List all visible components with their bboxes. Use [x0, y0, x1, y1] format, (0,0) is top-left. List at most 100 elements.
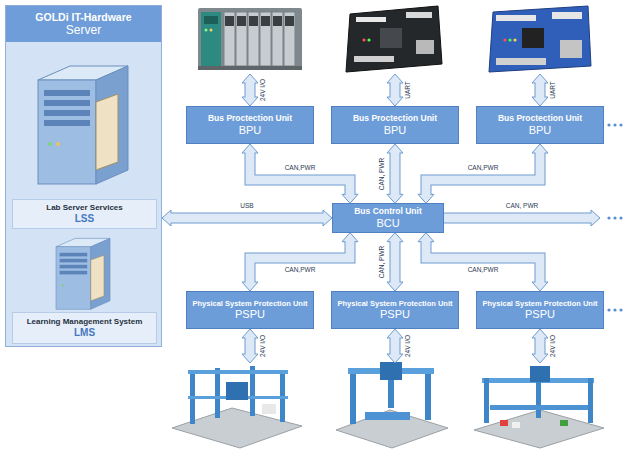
plc-picture-part — [249, 16, 258, 26]
plc-picture-part — [204, 16, 218, 24]
connector-label: USB — [240, 203, 253, 210]
plc-picture-part — [225, 16, 234, 26]
fpga-board-picture-part — [356, 17, 386, 22]
fpga-board-picture-part — [367, 38, 370, 41]
physical-system-protection-box: Physical System Protection UnitPSPU — [186, 291, 314, 329]
box-title: Bus Proctection Unit — [208, 113, 292, 123]
box-abbreviation: BPU — [384, 124, 407, 137]
ellipsis-dots-part — [607, 216, 610, 219]
server-panel-ground — [5, 5, 162, 347]
fpga-board-picture-part — [496, 58, 546, 65]
plc-picture-part — [284, 12, 295, 66]
box-abbreviation: PSPU — [380, 308, 410, 321]
fpga-board-picture-part — [416, 40, 434, 54]
bus-protection-unit-box: Bus Proctection UnitBPU — [186, 106, 314, 144]
ellipsis-dots-part — [607, 123, 610, 126]
arrow-outline — [250, 153, 350, 195]
box-abbreviation: BPU — [239, 124, 262, 137]
conveyor-model-picture-part — [484, 378, 489, 423]
fpga-board-picture — [346, 6, 442, 72]
server-panel-ground-part — [5, 5, 162, 42]
server-icon-part — [62, 284, 64, 286]
plc-picture-part — [210, 29, 213, 32]
service-label-box: Learning Management SystemLMS — [12, 312, 157, 344]
gantry-model-picture-part — [350, 372, 356, 424]
box-title: Lab Server Services — [46, 203, 123, 213]
plc-picture-part — [237, 16, 246, 26]
conveyor-model-picture — [474, 366, 604, 448]
arrow-body — [246, 336, 255, 357]
plc-picture-part — [198, 8, 302, 70]
io-arrow — [242, 329, 258, 363]
server-icon-part — [60, 253, 88, 257]
arrow-outline — [426, 153, 540, 195]
ellipsis-dots-part — [619, 308, 622, 311]
fpga-board-picture-part — [380, 28, 402, 48]
box-abbreviation: BPU — [529, 124, 552, 137]
bus-connector — [242, 233, 358, 291]
arrow-body — [169, 214, 326, 223]
fpga-board-picture-part — [552, 12, 582, 19]
server-icon-part — [44, 120, 90, 126]
server-icon-part — [44, 100, 90, 106]
bus-connector — [387, 233, 403, 291]
server-icon-part — [91, 238, 110, 309]
server-icon-part — [44, 110, 90, 116]
bus-protection-unit-box: Bus Proctection UnitBPU — [331, 106, 459, 144]
server-icon-part — [56, 142, 60, 146]
elevator-model-picture-part — [188, 370, 288, 374]
connector-label: CAN,PWR — [285, 165, 316, 172]
arrow-body — [536, 336, 545, 357]
plc-picture-part — [201, 12, 221, 66]
arrow-body — [250, 239, 350, 284]
arrow-body — [444, 214, 594, 223]
arrow-body — [391, 336, 400, 357]
plc-picture-part — [205, 29, 208, 32]
signal-label: 24V I/O — [260, 335, 267, 357]
plc-picture-part — [236, 12, 247, 66]
connector-label: CAN,PWR — [468, 165, 499, 172]
arrow-body — [536, 81, 545, 100]
server-panel: GOLDi IT-HardwareServerLab Server Servic… — [5, 5, 162, 347]
arrow-body — [246, 81, 255, 100]
io-arrow — [532, 74, 548, 106]
box-title: Bus Control Unit — [354, 206, 422, 216]
fpga-board-picture-part — [362, 38, 365, 41]
plc-picture-part — [272, 12, 283, 66]
server-icon-part — [60, 259, 88, 263]
arrow-body — [426, 151, 540, 197]
signal-label: 24V I/O — [260, 79, 267, 101]
gantry-model-picture-part — [380, 362, 402, 380]
conveyor-model-picture-part — [490, 405, 588, 410]
gantry-model-picture-part — [388, 380, 394, 408]
box-title: Bus Proctection Unit — [498, 113, 582, 123]
server-icon-part — [60, 265, 88, 269]
ellipsis-dots — [607, 123, 622, 311]
fpga-board-picture-part — [508, 38, 511, 41]
bus-connector — [418, 144, 548, 203]
ellipsis-dots-part — [613, 123, 616, 126]
conveyor-model-picture-part — [500, 420, 508, 426]
signal-label: 24V I/O — [405, 335, 412, 357]
io-arrow — [387, 74, 403, 106]
conveyor-model-picture-part — [530, 366, 550, 382]
ellipsis-dots-part — [613, 216, 616, 219]
arrow-body — [391, 151, 400, 197]
server-icon-part — [44, 90, 90, 96]
signal-label: UART — [405, 81, 412, 99]
signal-label: UART — [550, 81, 557, 99]
service-label-box: Lab Server ServicesLSS — [12, 199, 157, 229]
plc-picture-part — [260, 12, 271, 66]
arrow-body — [250, 151, 350, 197]
server-icon-part — [96, 66, 128, 184]
server-icon — [56, 238, 110, 309]
arrow-body — [426, 239, 540, 284]
box-abbreviation: PSPU — [235, 308, 265, 321]
fpga-board-picture-part — [560, 40, 582, 58]
arrow-body — [391, 239, 400, 284]
bus-control-unit-box: Bus Control UnitBCU — [332, 203, 444, 232]
gantry-model-picture — [336, 362, 448, 448]
fpga-board-picture-part — [513, 38, 516, 41]
server-icon-part — [48, 142, 52, 146]
